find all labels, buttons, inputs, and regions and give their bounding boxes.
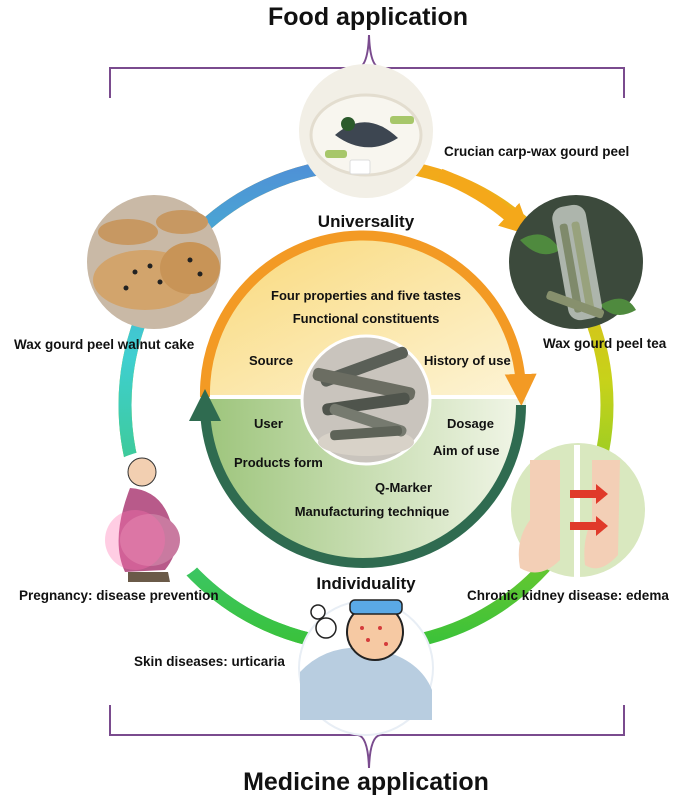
universality-half [200,234,526,397]
factor-four-properties: Four properties and five tastes [271,288,461,303]
factor-q-marker: Q-Marker [375,480,432,495]
factor-products-form: Products form [234,455,323,470]
crucian-carp-soup-image [299,64,433,198]
outer-ring-top-arrow [437,168,532,236]
urticaria-image [298,599,434,736]
food-example-carp: Crucian carp-wax gourd peel [444,144,629,159]
universality-arrow [199,230,537,406]
edema-legs-image [511,443,645,580]
title-food-application: Food application [268,3,468,31]
medicine-bracket [109,705,625,769]
medicine-example-edema: Chronic kidney disease: edema [467,588,669,603]
factor-dosage: Dosage [447,416,494,431]
food-example-tea: Wax gourd peel tea [543,336,667,351]
outer-ring-left [118,157,367,653]
title-medicine-application: Medicine application [243,768,489,796]
factor-user: User [254,416,283,431]
food-example-cake: Wax gourd peel walnut cake [14,337,195,352]
universality-label: Universality [318,212,415,231]
pregnancy-image [85,451,219,585]
individuality-half [200,397,526,560]
walnut-cake-image [87,195,221,329]
medicine-example-urticaria: Skin diseases: urticaria [134,654,285,669]
individuality-arrow [189,389,526,568]
factor-manufacturing-technique: Manufacturing technique [295,504,450,519]
individuality-label: Individuality [316,574,416,593]
wax-gourd-peel-image [300,334,432,466]
wax-gourd-peel-tea-image [509,195,643,329]
factor-source: Source [249,353,293,368]
factor-functional-constituents: Functional constituents [293,311,440,326]
medicine-example-pregnancy: Pregnancy: disease prevention [19,588,219,603]
factor-aim-of-use: Aim of use [433,443,499,458]
factor-history-of-use: History of use [424,353,511,368]
